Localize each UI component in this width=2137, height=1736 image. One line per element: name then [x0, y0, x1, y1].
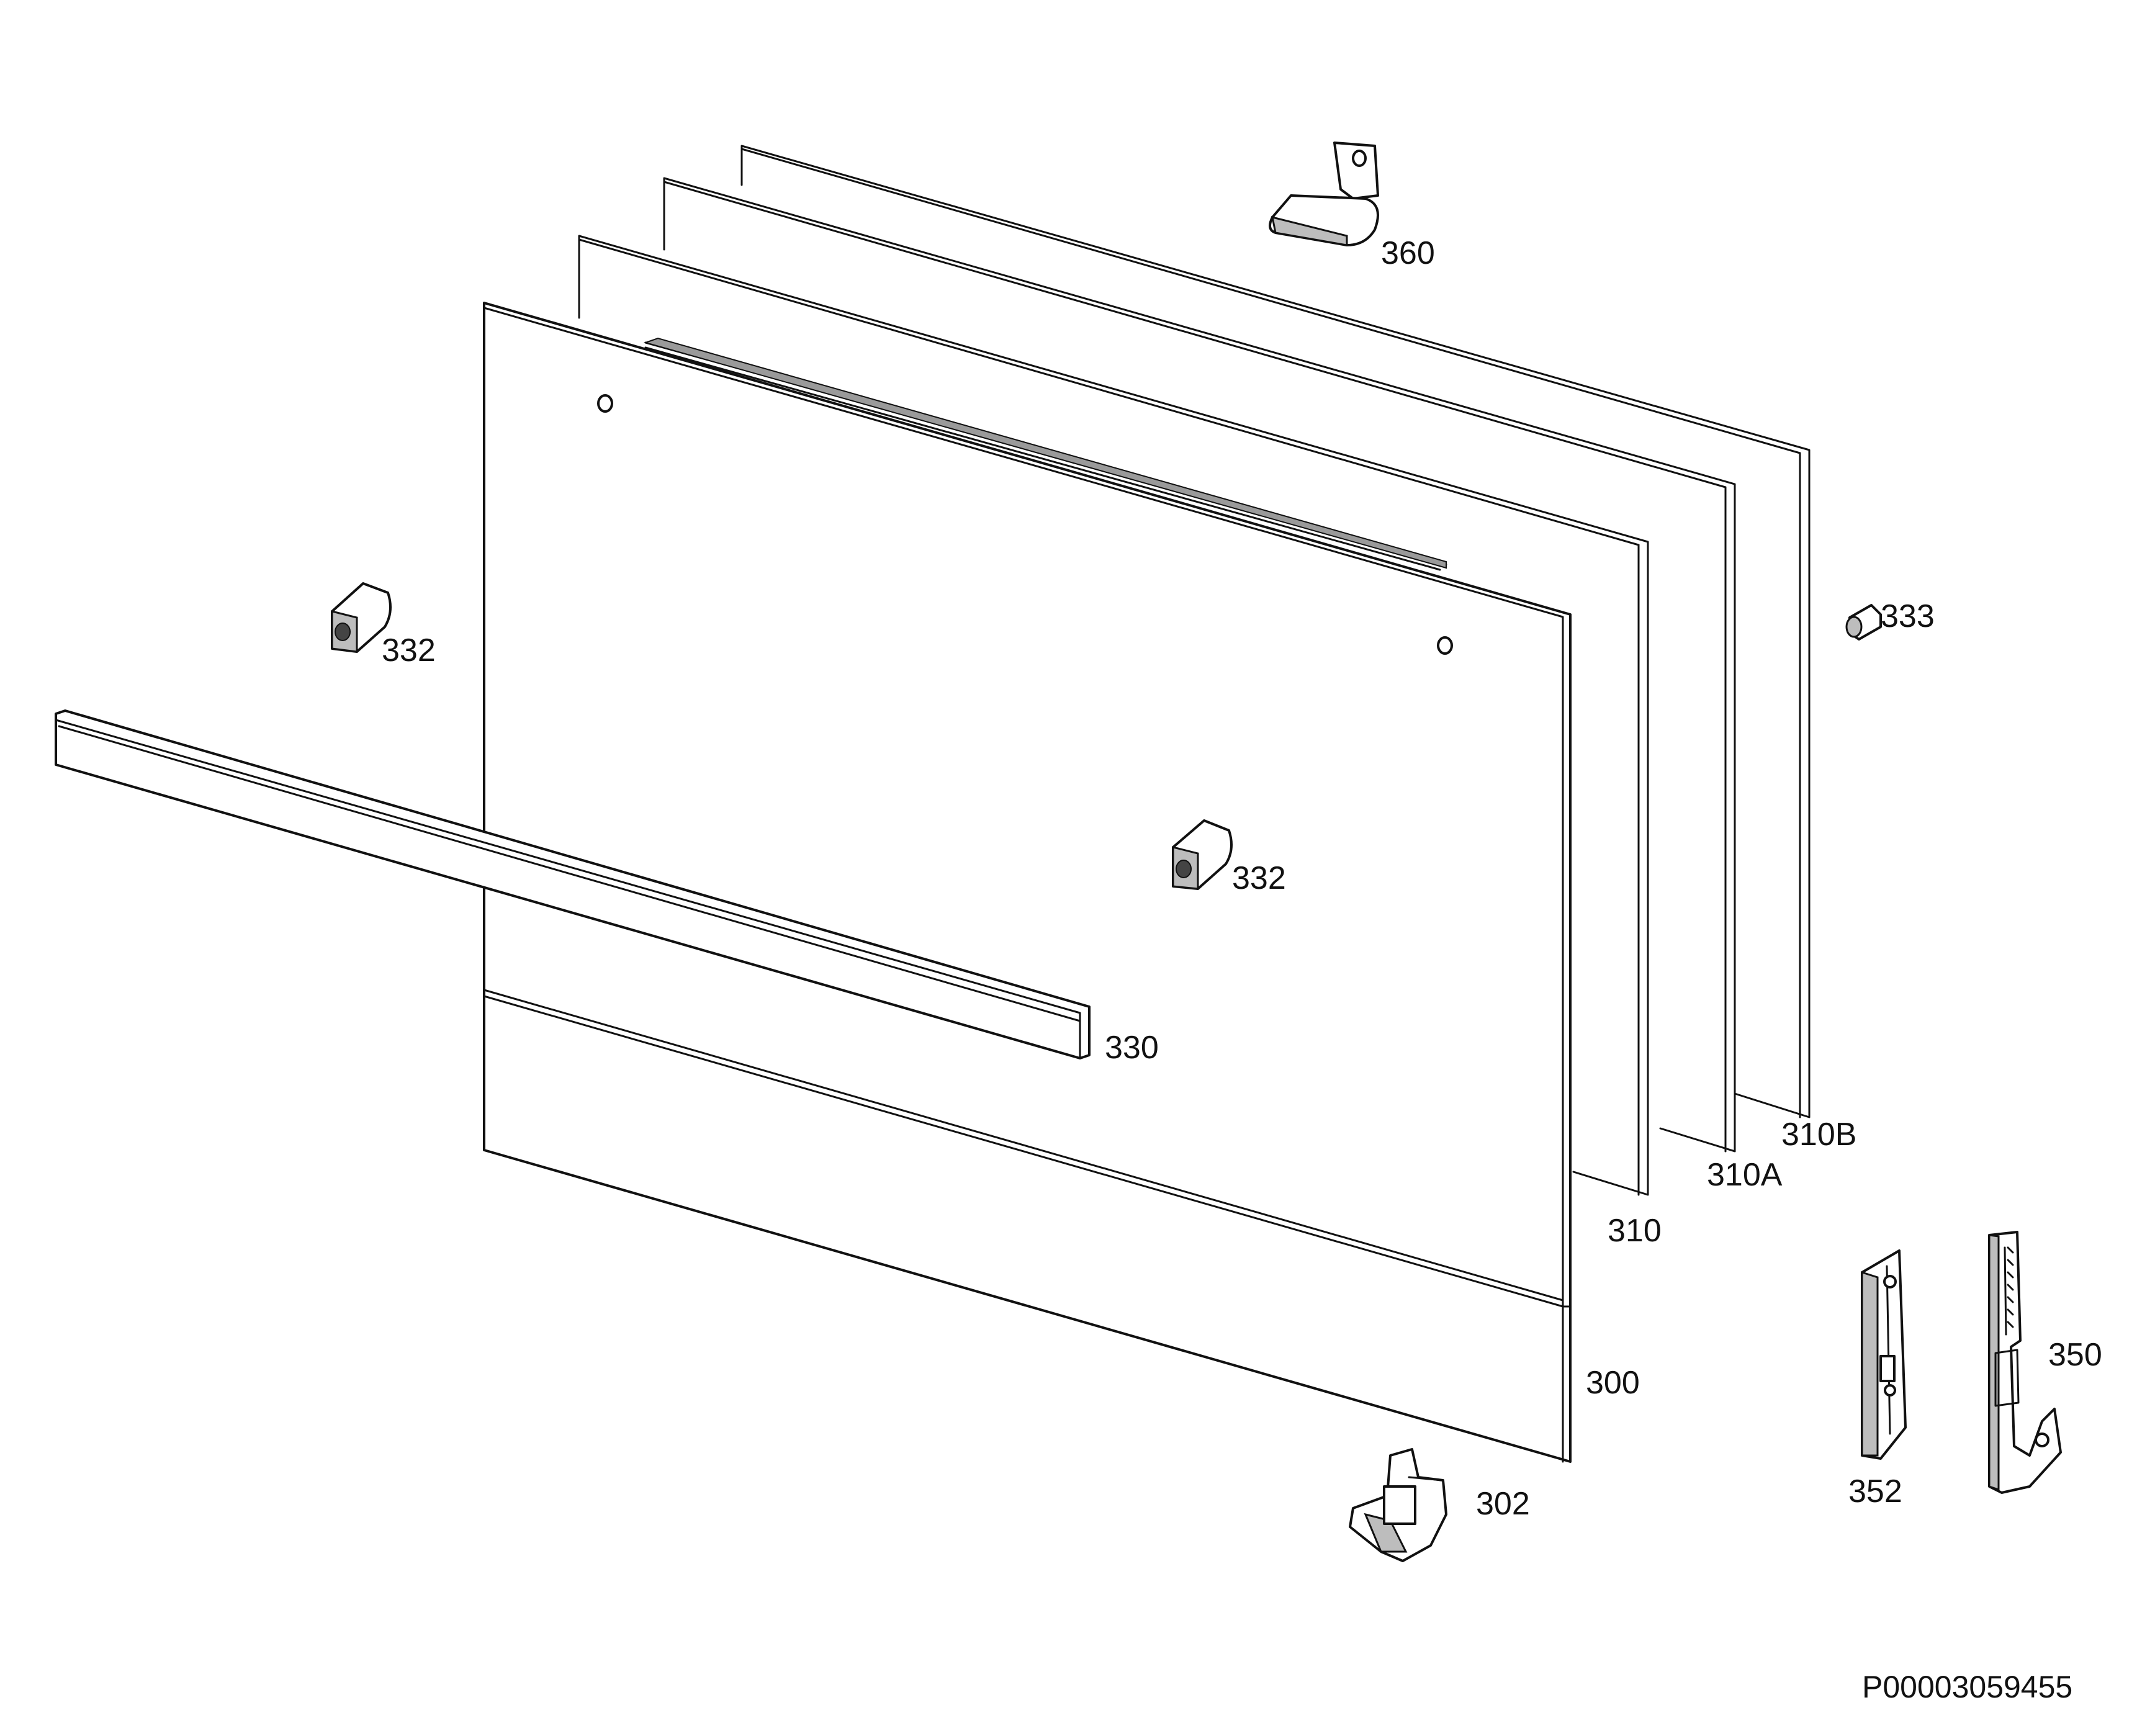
- label-310B: 310B: [1781, 1117, 1856, 1153]
- glass-panel-310B: [740, 145, 1811, 1118]
- hinge-block-332-left: [331, 582, 392, 653]
- clip-302: [1349, 1448, 1447, 1562]
- label-352: 352: [1848, 1473, 1902, 1509]
- glass-panel-310A: [663, 177, 1736, 1153]
- label-332-left: 332: [382, 632, 436, 668]
- label-300: 300: [1586, 1365, 1640, 1401]
- label-310A: 310A: [1707, 1157, 1783, 1193]
- hinge-352: [1861, 1249, 1907, 1460]
- hinge-block-332-center: [1172, 819, 1233, 890]
- hinge-350: [1988, 1231, 2062, 1494]
- hinge-cover-360: [1269, 142, 1379, 246]
- glass-panel-310: [578, 235, 1649, 1196]
- label-333: 333: [1881, 598, 1935, 634]
- label-360: 360: [1381, 235, 1435, 271]
- label-350: 350: [2048, 1337, 2102, 1373]
- screw-333: [1845, 604, 1882, 641]
- label-310: 310: [1608, 1213, 1662, 1249]
- label-332-center: 332: [1232, 860, 1286, 896]
- document-code: P00003059455: [1862, 1670, 2072, 1704]
- label-330: 330: [1105, 1030, 1159, 1066]
- label-302: 302: [1476, 1486, 1530, 1522]
- handle-bar-330: [55, 709, 1091, 1059]
- door-front-panel-300: [483, 302, 1572, 1463]
